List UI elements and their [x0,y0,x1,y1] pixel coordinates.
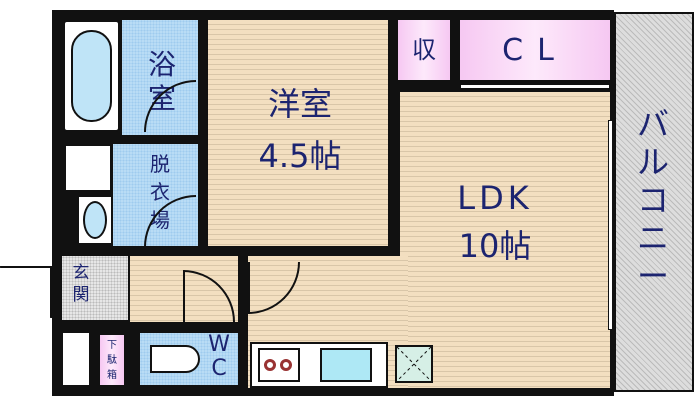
closet-door[interactable] [460,84,610,89]
balcony-char: ー [636,257,669,295]
storage-box [63,333,89,385]
wc-char: C [211,356,227,381]
ldk [400,92,610,388]
balcony [614,12,694,392]
western-room-size: 4.5帖 [258,137,342,175]
shoe-box-char: 駄 [107,355,117,366]
entrance [62,256,128,320]
washbasin [77,195,113,245]
storage-label: 収 [412,36,436,64]
ldk-name: LDK [457,179,533,217]
balcony-label: バ ル コ ニ ー [628,105,678,295]
wc-label: W C [204,333,234,381]
stove-icon [258,348,300,382]
shoe-box-char: 下 [107,340,117,351]
washing-machine-space [64,144,112,192]
balcony-char: ニ [636,219,669,257]
bathtub [63,20,120,132]
toilet-icon [150,345,200,373]
fridge-space-icon [395,345,433,383]
balcony-char: ル [636,143,669,181]
balcony-char: バ [636,105,669,143]
dressing-char: 脱 [150,152,170,176]
western-room [208,20,388,246]
shoe-box-char: 箱 [107,370,117,381]
entrance-char: 玄 [72,263,90,283]
wc-char: W [208,332,230,357]
entrance-label: 玄 関 [66,262,96,306]
shoe-box [100,335,124,385]
ldk-size: 10帖 [458,227,532,265]
balcony-window[interactable] [608,120,613,330]
shoe-box-label: 下 駄 箱 [100,338,124,383]
closet-label: CL [502,33,568,68]
balcony-char: コ [636,181,669,219]
western-room-name: 洋室 [267,85,332,123]
storage [398,20,450,80]
front-door[interactable] [0,266,52,318]
entrance-char: 関 [72,285,90,305]
closet [460,20,610,80]
dressing-char: 衣 [150,180,170,204]
sink-icon [320,348,372,382]
